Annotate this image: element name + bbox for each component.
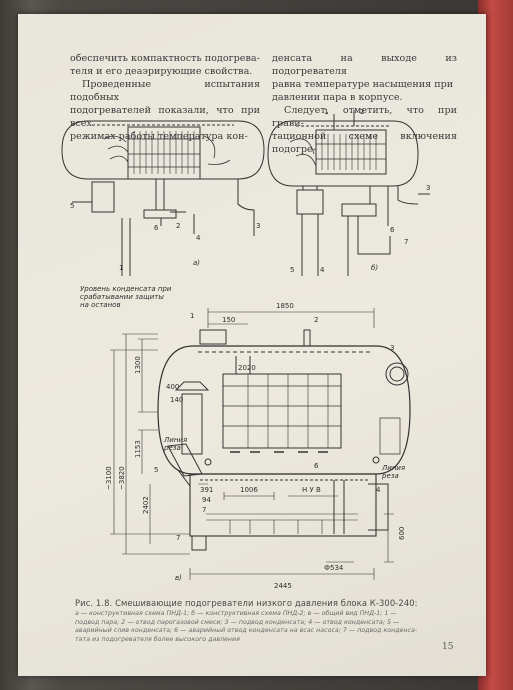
level-note-line: на останов [80,301,121,309]
text-line: подогревателей показали, что при всех [70,105,260,129]
book-page: обеспечить компактность подогрева- теля … [18,14,486,676]
text-line: тационной схеме включения подогре- [272,131,457,155]
text-line: Следует, отметить, что при грави- [272,105,457,129]
heater-drawing-a [61,120,265,276]
weld-line-label: Линия [381,464,405,472]
weld-line-label: реза [163,444,181,452]
callout-number: 7 [176,534,180,542]
dimension-label: ~3820 [118,466,126,490]
dimension-label: 2445 [274,582,292,590]
level-note-line: срабатывании защиты [80,293,164,301]
dimension-label: Ф534 [324,564,344,572]
page-number: 15 [442,642,454,652]
dimension-label: 2402 [142,496,150,514]
callout-number: 1 [190,312,194,320]
text-line: давлении пара в корпусе. [272,92,403,103]
dimension-label: 1006 [240,486,258,494]
dimension-label: ~3100 [105,466,113,490]
caption-title: Рис. 1.8. Смешивающие подогреватели низк… [75,598,418,608]
text-column-right: денсата на выходе из подогревателя равна… [272,52,457,156]
dimension-label: 150 [222,316,235,324]
heater-drawing-c [157,329,411,551]
text-line: равна температуре насыщения при [272,79,454,90]
dimension-lines [110,308,394,580]
callout-number: 1 [119,264,123,272]
dimension-label: 94 [202,496,211,504]
text-line: Проведенные испытания подобных [70,79,260,103]
callout-number: 5 [290,266,294,274]
callout-number: 5 [70,202,74,210]
callout-number: 3 [390,344,394,352]
callout-number: 3 [256,222,260,230]
figure-drawings: а) б) в) 5 6 2 4 1 3 1 2 3 4 5 6 7 1 2 3… [61,108,430,590]
legend-line: аварийный слив конденсата; 6 — аварийный… [75,627,418,634]
callout-number: 2 [176,222,180,230]
dimension-label: 1153 [134,440,142,458]
callout-number: 6 [314,462,319,470]
callout-number: 1 [324,108,328,116]
dimension-label: 2020 [238,364,256,372]
text-line: обеспечить компактность подогрева- [70,53,260,64]
callout-number: 4 [320,266,325,274]
callout-number: 2 [314,316,318,324]
callout-number: 4 [376,486,381,494]
dimension-label: Н У В [302,486,321,494]
figure-caption: Рис. 1.8. Смешивающие подогреватели низк… [75,598,455,644]
callout-number: 3 [426,184,430,192]
legend-line: подвод пара; 2 — отвод парогазовой смеси… [75,618,400,626]
callout-number: 5 [154,466,158,474]
dimension-label: 1300 [134,356,142,374]
dimension-label: 400 [166,383,179,391]
callout-number: 2 [360,108,364,116]
text-line: режимах работы температура кон- [70,131,248,142]
text-line: теля и его деаэрирующие свойства. [70,66,253,77]
dimension-label: 140 [170,396,183,404]
callout-number: 6 [154,224,159,232]
callout-number: 6 [390,226,395,234]
callout-number: 7 [202,506,206,514]
text-line: денсата на выходе из подогревателя [272,53,457,77]
level-note-line: Уровень конденсата при [80,285,172,293]
dimension-label: 391 [200,486,213,494]
weld-line-label: реза [381,472,399,480]
legend-line: а — конструктивная схема ПНД-1; б — конс… [75,610,397,617]
panel-label-b: б) [371,264,378,272]
weld-line-label: Линия [163,436,187,444]
legend-line: тата из подогревателя более высокого дав… [75,635,240,643]
dimension-label: 1850 [276,302,294,310]
text-column-left: обеспечить компактность подогрева- теля … [70,52,260,143]
caption-legend: а — конструктивная схема ПНД-1; б — конс… [75,610,455,644]
panel-label-c: в) [175,574,182,582]
callout-number: 7 [404,238,408,246]
dimension-label: 600 [398,527,406,540]
callout-number: 4 [196,234,201,242]
panel-label-a: а) [193,259,200,267]
heater-drawing-b [267,110,430,276]
